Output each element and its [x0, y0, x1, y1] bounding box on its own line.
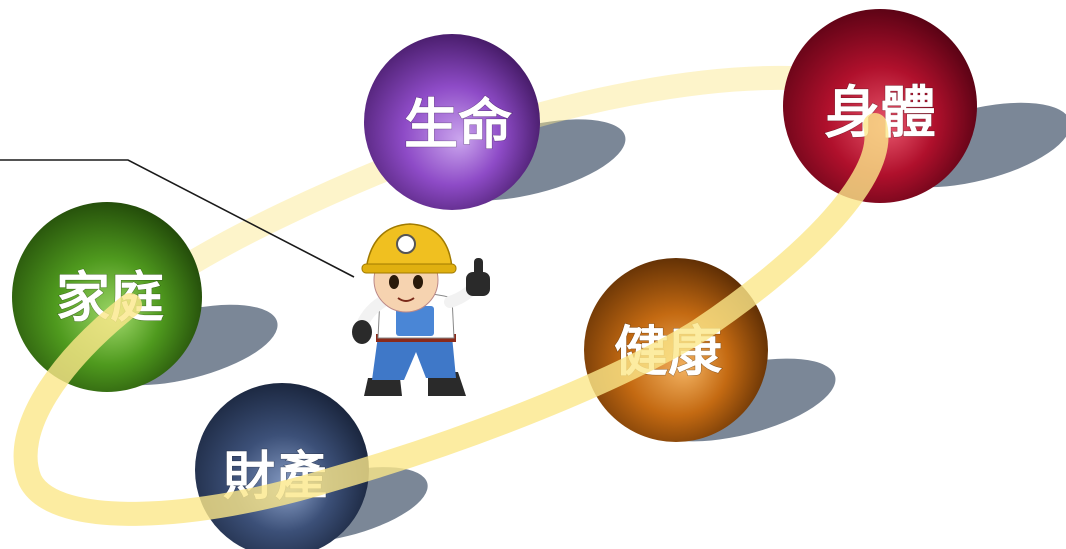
construction-worker-thumbs-up-icon: [352, 223, 490, 396]
sphere-family-ball: [12, 202, 202, 392]
spheres: 生命 身體 家庭 健康 財產: [12, 9, 977, 549]
worker-thumb: [474, 258, 483, 278]
sphere-body: 身體: [783, 9, 977, 203]
ribbon-front: [13, 113, 889, 526]
worker-overalls: [372, 336, 456, 380]
worker-headlamp: [396, 234, 416, 254]
worker-hat-brim: [361, 263, 457, 274]
sphere-body-ball: [783, 9, 977, 203]
sphere-family: 家庭: [12, 202, 202, 392]
sphere-life: 生命: [364, 34, 540, 210]
worker-left-glove: [352, 320, 372, 344]
worker-left-eye: [389, 275, 399, 289]
worker-bib: [396, 306, 434, 336]
worker-left-boot: [364, 378, 402, 396]
sphere-life-label: 生命: [404, 93, 512, 156]
worker-right-glove: [466, 272, 490, 296]
callout-pointer-line: [0, 159, 355, 278]
worker-right-eye: [413, 275, 423, 289]
sphere-life-ball: [364, 34, 540, 210]
worker-mouth: [397, 297, 415, 302]
